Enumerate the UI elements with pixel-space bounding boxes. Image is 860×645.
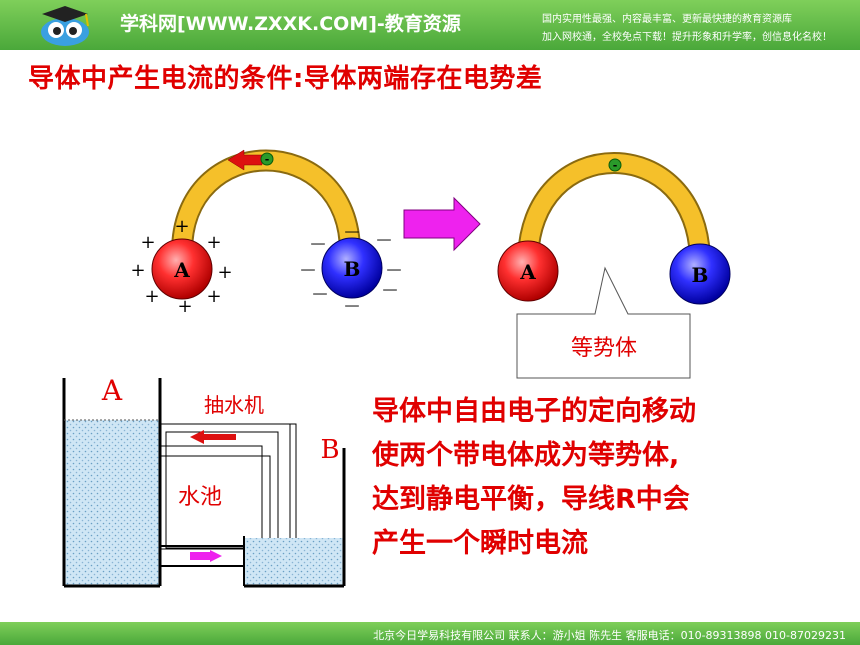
svg-text:+: + bbox=[140, 232, 155, 253]
svg-text:—: — bbox=[345, 222, 360, 240]
pool-label: 水池 bbox=[178, 485, 222, 510]
tank-a-label: A bbox=[101, 374, 123, 407]
svg-text:-: - bbox=[613, 159, 618, 172]
diagram-canvas: - + + + + + + + + A — — — — — — — — B bbox=[62, 149, 731, 588]
site-title[interactable]: 学科网[WWW.ZXXK.COM]-教育资源 bbox=[120, 13, 461, 35]
sphere-a-right-label: A bbox=[519, 260, 536, 284]
bottom-pipe-arrow bbox=[190, 552, 212, 560]
right-conductor-diagram: - A B 等势体 bbox=[497, 152, 731, 379]
description-line-3: 达到静电平衡，导线R中会 bbox=[372, 484, 690, 515]
tank-b-water bbox=[244, 538, 344, 586]
footer-contact: 北京今日学易科技有限公司 联系人：游小姐 陈先生 客服电话：010-893138… bbox=[373, 629, 846, 642]
tank-a-water bbox=[64, 420, 160, 585]
pump-pipe bbox=[159, 423, 291, 550]
svg-text:—: — bbox=[387, 260, 402, 278]
positive-charges: + + + + + + + + bbox=[130, 216, 232, 317]
svg-text:—: — bbox=[383, 280, 398, 298]
electron-icon bbox=[260, 152, 274, 166]
sphere-a-left-label: A bbox=[173, 258, 190, 282]
description-line-2: 使两个带电体成为等势体, bbox=[372, 440, 680, 471]
footer-bar: 北京今日学易科技有限公司 联系人：游小姐 陈先生 客服电话：010-893138… bbox=[0, 622, 860, 645]
electron-icon-right bbox=[608, 158, 622, 172]
sphere-a-right bbox=[497, 240, 559, 302]
tank-b-label: B bbox=[320, 435, 339, 465]
sphere-b-right bbox=[669, 243, 731, 305]
svg-text:—: — bbox=[345, 296, 360, 314]
svg-text:+: + bbox=[217, 262, 232, 283]
svg-text:+: + bbox=[206, 286, 221, 307]
sphere-a-left bbox=[151, 238, 213, 300]
svg-text:—: — bbox=[313, 284, 328, 302]
water-analogy-diagram: A 抽水机 水池 B bbox=[62, 374, 346, 588]
transition-arrow bbox=[403, 196, 481, 252]
svg-text:—: — bbox=[377, 230, 392, 248]
pump-flow-arrow bbox=[190, 430, 236, 444]
sphere-b-left-label: B bbox=[344, 257, 361, 281]
header-bar: 学科网[WWW.ZXXK.COM]-教育资源 国内实用性最强、内容最丰富、更新最… bbox=[0, 0, 860, 50]
svg-text:+: + bbox=[144, 286, 159, 307]
slide-title: 导体中产生电流的条件:导体两端存在电势差 bbox=[28, 64, 543, 94]
negative-charges: — — — — — — — — bbox=[301, 222, 402, 314]
description-line-4: 产生一个瞬时电流 bbox=[372, 528, 588, 559]
svg-text:+: + bbox=[177, 296, 192, 317]
callout-bubble bbox=[516, 266, 691, 379]
svg-text:—: — bbox=[311, 234, 326, 252]
sphere-b-right-label: B bbox=[692, 263, 709, 287]
svg-text:-: - bbox=[265, 153, 270, 166]
svg-text:+: + bbox=[130, 260, 145, 281]
callout-text: 等势体 bbox=[571, 336, 637, 361]
description-line-1: 导体中自由电子的定向移动 bbox=[372, 396, 696, 427]
left-conductor-diagram: - + + + + + + + + A — — — — — — — — B bbox=[130, 149, 402, 317]
tagline-2: 加入网校通，全校免点下载！提升形象和升学率，创信息化名校！ bbox=[542, 32, 832, 43]
pump-label: 抽水机 bbox=[204, 393, 264, 417]
description-text: 导体中自由电子的定向移动 使两个带电体成为等势体, 达到静电平衡，导线R中会 产… bbox=[372, 390, 696, 566]
svg-text:+: + bbox=[174, 216, 189, 237]
svg-text:—: — bbox=[301, 260, 316, 278]
owl-mascot-icon bbox=[41, 6, 89, 46]
sphere-b-left bbox=[321, 237, 383, 299]
tagline-1: 国内实用性最强、内容最丰富、更新最快捷的教育资源库 bbox=[542, 14, 792, 25]
svg-text:+: + bbox=[206, 232, 221, 253]
